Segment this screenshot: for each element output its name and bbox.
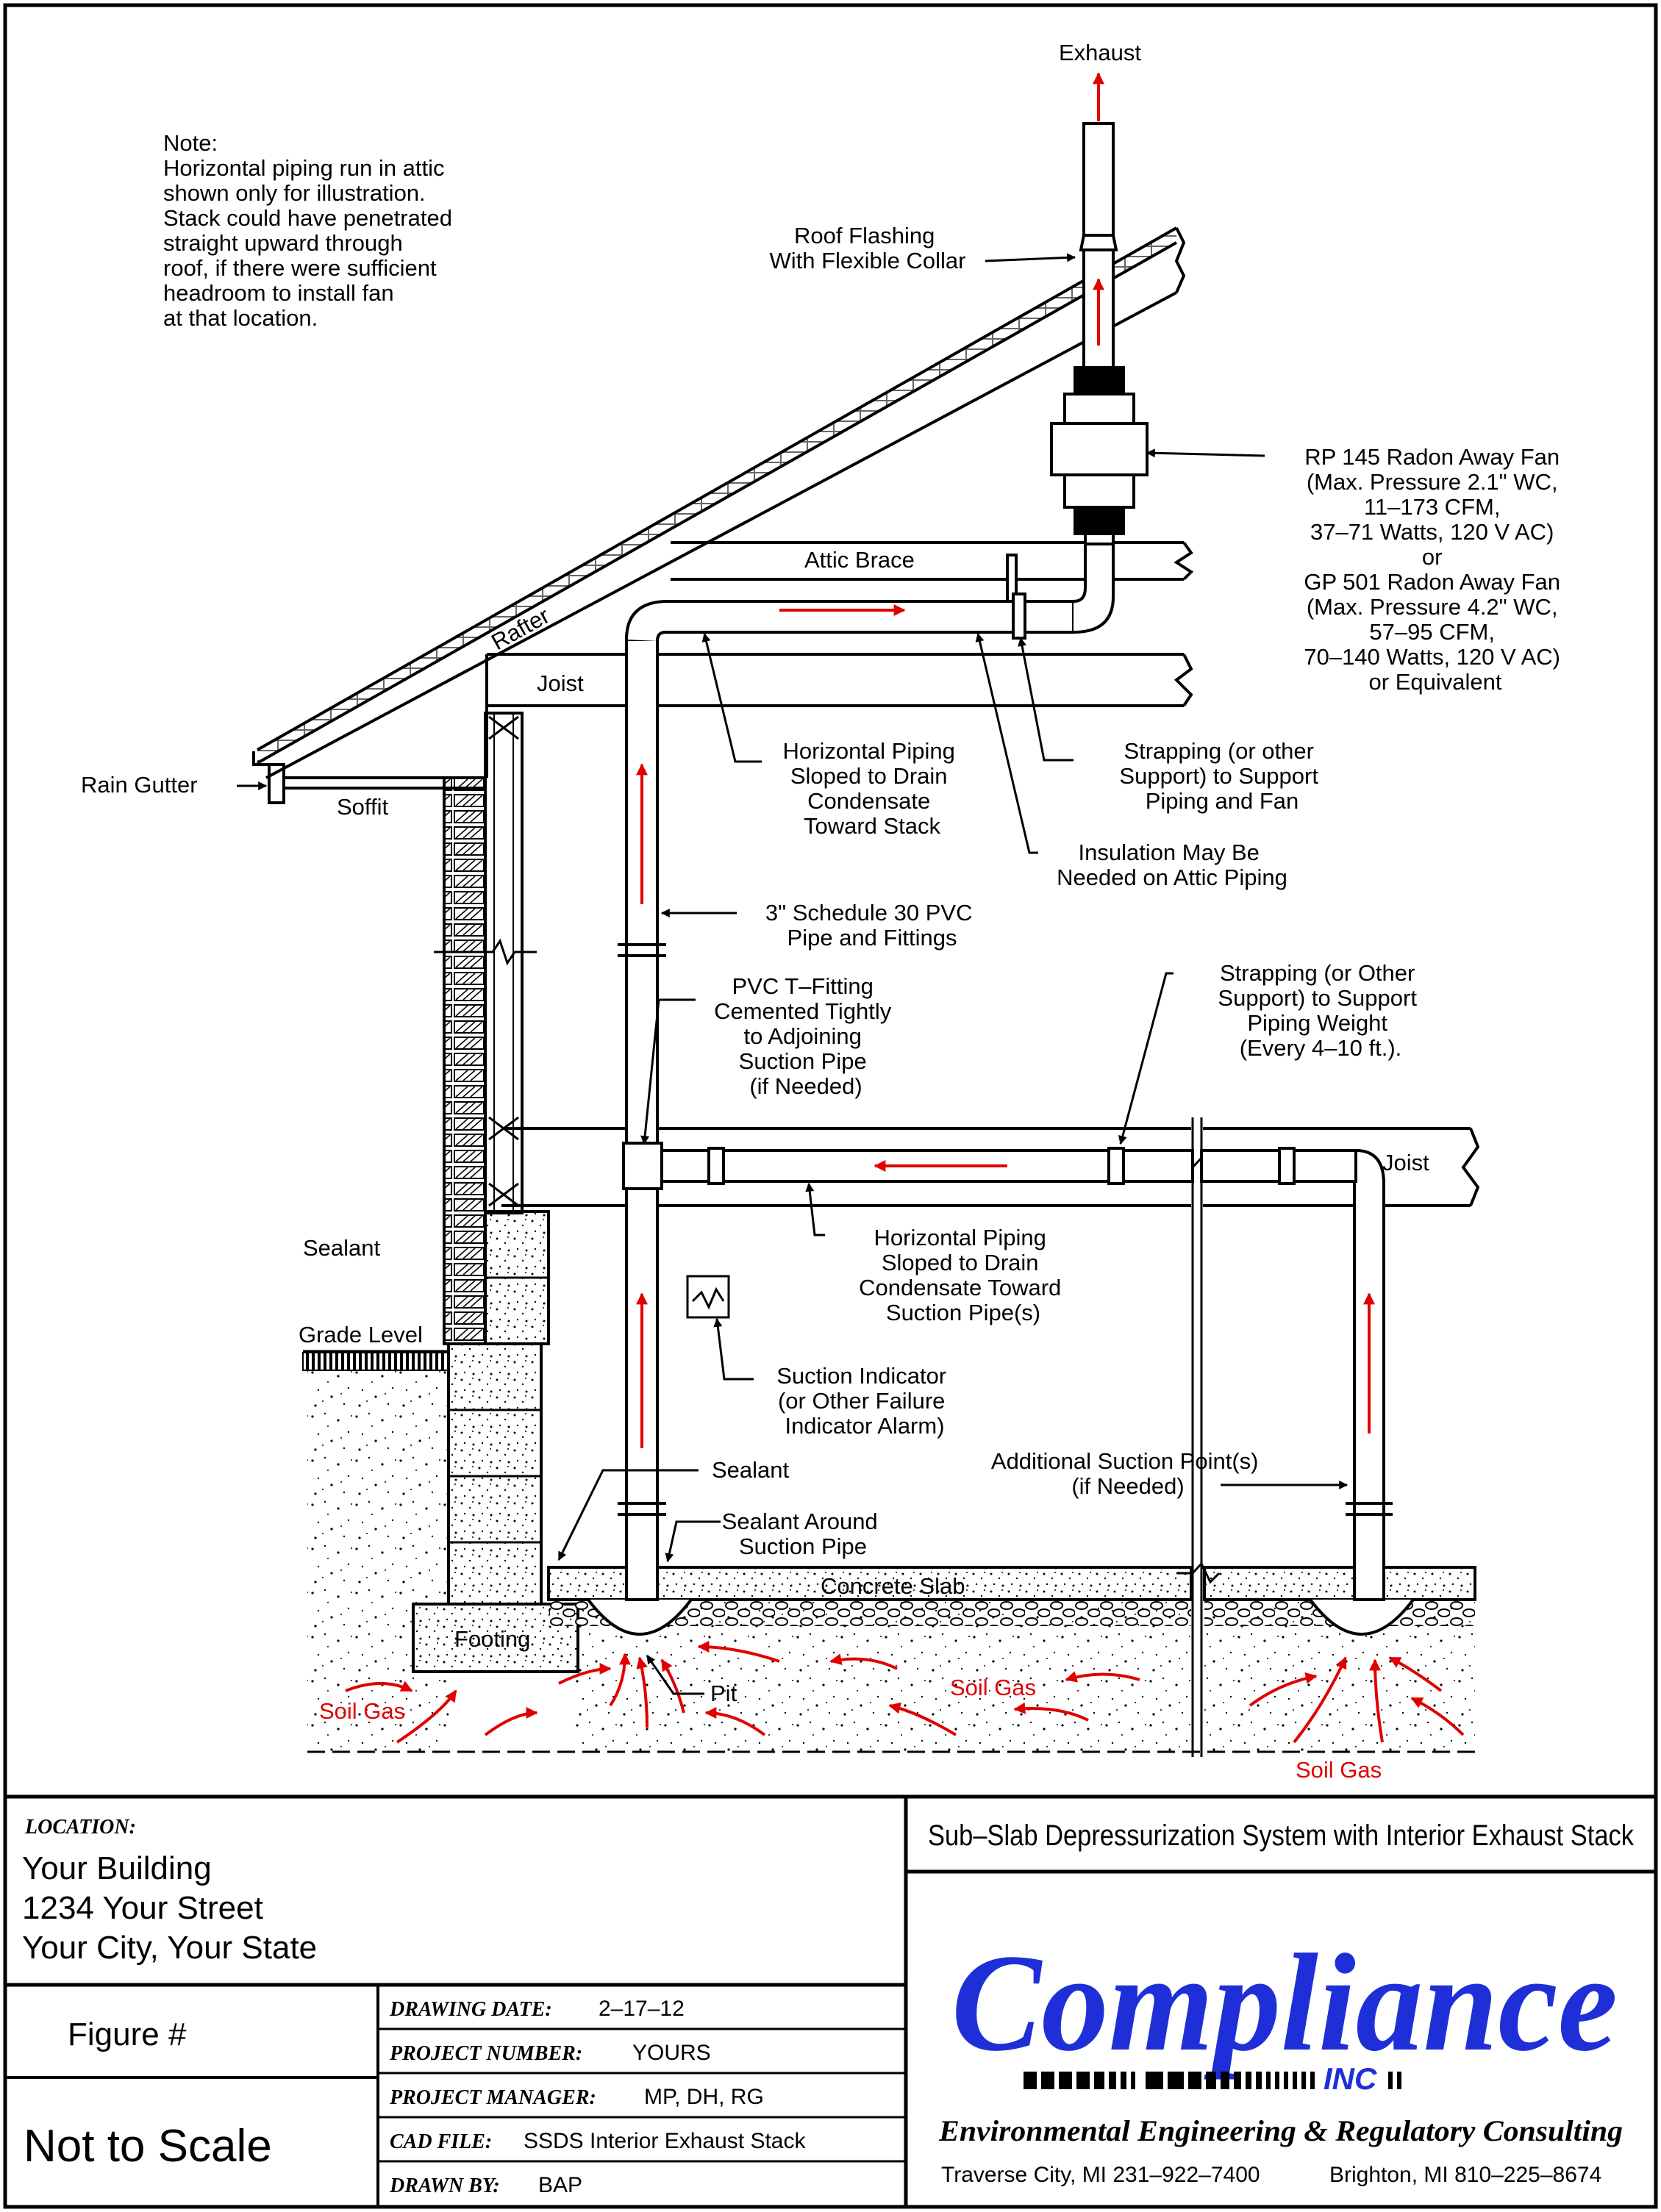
label-rain-gutter: Rain Gutter bbox=[81, 772, 198, 798]
logo-contact-brighton: Brighton, MI 810–225–8674 bbox=[1329, 2163, 1601, 2187]
label-soil-gas-2: Soil Gas bbox=[950, 1675, 1036, 1700]
label-additional-suction: Additional Suction Point(s) (if Needed) bbox=[991, 1448, 1265, 1499]
label-sealant-slab: Sealant bbox=[712, 1457, 790, 1483]
label-exhaust: Exhaust bbox=[1059, 40, 1141, 65]
label-soil-gas-3: Soil Gas bbox=[1296, 1757, 1382, 1783]
pvc-piping bbox=[618, 122, 1393, 1601]
label-horizontal-attic: Horizontal Piping Sloped to Drain Conden… bbox=[783, 738, 962, 839]
eave bbox=[268, 763, 485, 804]
label-concrete-slab: Concrete Slab bbox=[821, 1573, 965, 1599]
diagram-labels: Exhaust Note: Horizontal piping run in a… bbox=[81, 40, 1566, 1783]
label-insulation: Insulation May Be Needed on Attic Piping bbox=[1057, 840, 1287, 890]
label-pvc-pipe: 3" Schedule 30 PVC Pipe and Fittings bbox=[765, 900, 979, 951]
leader-lines bbox=[237, 253, 1349, 1695]
drawing-title: Sub–Slab Depressurization System with In… bbox=[928, 1819, 1635, 1852]
location-address: Your Building 1234 Your Street Your City… bbox=[22, 1850, 317, 1966]
logo-inc: INC bbox=[1324, 2061, 1377, 2096]
label-note: Note: Horizontal piping run in attic sho… bbox=[163, 130, 459, 331]
foundation-block-wall bbox=[447, 1210, 550, 1606]
field-drawn-by-label: DRAWN BY: bbox=[389, 2175, 500, 2197]
label-pit: Pit bbox=[710, 1681, 737, 1706]
field-cad-file-label: CAD FILE: bbox=[390, 2130, 492, 2153]
logo-contact-traverse: Traverse City, MI 231–922–7400 bbox=[941, 2163, 1260, 2187]
label-attic-brace: Attic Brace bbox=[804, 547, 915, 573]
ceiling-joist bbox=[485, 653, 1193, 778]
label-joist-upper: Joist bbox=[537, 670, 584, 696]
drawing-frame bbox=[3, 3, 1658, 2209]
field-project-manager-label: PROJECT MANAGER: bbox=[389, 2086, 596, 2109]
location-heading: LOCATION: bbox=[24, 1816, 136, 1839]
label-soffit: Soffit bbox=[337, 794, 388, 820]
logo-tagline: Environmental Engineering & Regulatory C… bbox=[938, 2114, 1623, 2147]
field-project-number-value: YOURS bbox=[632, 2041, 711, 2065]
label-soil-gas-1: Soil Gas bbox=[319, 1698, 405, 1724]
figure-number: Figure # bbox=[68, 2016, 187, 2052]
logo-stripes bbox=[1024, 2072, 1401, 2089]
label-suction-indicator: Suction Indicator (or Other Failure Indi… bbox=[776, 1363, 953, 1439]
scale-note: Not to Scale bbox=[24, 2121, 272, 2172]
suction-pit bbox=[587, 1598, 693, 1636]
label-sealant-wall: Sealant bbox=[303, 1235, 381, 1261]
break-lines bbox=[1176, 1117, 1221, 1757]
field-cad-file-value: SSDS Interior Exhaust Stack bbox=[524, 2129, 806, 2153]
field-drawing-date-label: DRAWING DATE: bbox=[389, 1998, 552, 2021]
suction-pit-2 bbox=[1309, 1598, 1415, 1636]
suction-indicator-gauge bbox=[686, 1275, 730, 1319]
floor-joist bbox=[501, 1127, 1480, 1207]
label-horizontal-lower: Horizontal Piping Sloped to Drain Conden… bbox=[859, 1225, 1068, 1325]
label-fan: RP 145 Radon Away Fan (Max. Pressure 2.1… bbox=[1304, 444, 1566, 695]
title-block: LOCATION: Your Building 1234 Your Street… bbox=[5, 1794, 1656, 2207]
field-project-manager-value: MP, DH, RG bbox=[644, 2085, 764, 2109]
company-logo: Compliance bbox=[951, 1926, 1618, 2080]
field-project-number-label: PROJECT NUMBER: bbox=[389, 2042, 582, 2065]
label-joist-lower: Joist bbox=[1382, 1150, 1429, 1175]
field-drawing-date-value: 2–17–12 bbox=[599, 1997, 685, 2021]
label-roof-flashing: Roof Flashing With Flexible Collar bbox=[769, 223, 965, 273]
label-footing: Footing bbox=[454, 1626, 530, 1652]
brick-veneer bbox=[443, 776, 487, 1345]
airflow-arrows bbox=[345, 72, 1465, 1744]
label-grade-level: Grade Level bbox=[299, 1322, 423, 1347]
label-sealant-pipe: Sealant Around Suction Pipe bbox=[722, 1508, 885, 1559]
label-t-fitting: PVC T–Fitting Cemented Tightly to Adjoin… bbox=[714, 973, 898, 1099]
label-strapping-weight: Strapping (or Other Support) to Support … bbox=[1218, 960, 1423, 1061]
field-drawn-by-value: BAP bbox=[538, 2173, 582, 2197]
label-strapping-fan: Strapping (or other Support) to Support … bbox=[1119, 738, 1324, 814]
roof-shingles bbox=[257, 228, 1176, 763]
